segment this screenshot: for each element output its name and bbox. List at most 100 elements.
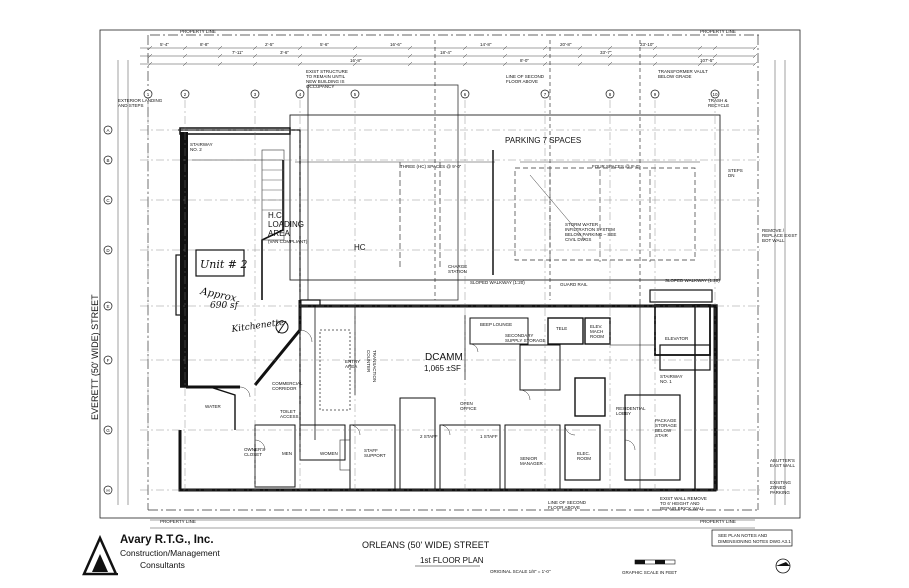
dimension-tick: [462, 53, 468, 59]
dimension-tick: [462, 45, 468, 51]
svg-text:FLOOR ABOVE: FLOOR ABOVE: [506, 79, 538, 84]
exist-structure-note: EXIST STRUCTURE TO REMAIN UNTIL NEW BUIL…: [306, 69, 348, 89]
dimension-tick: [607, 45, 613, 51]
svg-text:B: B: [106, 158, 109, 163]
svg-text:GRAPHIC SCALE IN FEET: GRAPHIC SCALE IN FEET: [622, 570, 677, 575]
svg-text:E: E: [106, 304, 109, 309]
transformer-note: TRANSFORMER VAULT BELOW GRADE: [658, 69, 708, 79]
property-line-top: PROPERTY LINE: [180, 29, 216, 34]
svg-text:AREA: AREA: [268, 229, 290, 238]
svg-text:BELOW GRADE: BELOW GRADE: [658, 74, 692, 79]
svg-text:SECONDARY: SECONDARY: [505, 333, 533, 338]
svg-text:5: 5: [354, 92, 357, 97]
svg-text:EXISTING: EXISTING: [770, 480, 792, 485]
svg-text:(VAN COMPLIANT): (VAN COMPLIANT): [268, 239, 308, 244]
two-staff-label: 2 STAFF: [420, 434, 438, 439]
svg-text:PACKAGE: PACKAGE: [655, 418, 676, 423]
elec-room-label: ELEC. ROOM: [577, 451, 591, 461]
sloped-walkway-label-2: SLOPED WALKWAY (1:20): [665, 278, 720, 283]
senior-manager-label: SENIOR MANAGER: [520, 456, 544, 466]
dimension-tick: [652, 61, 658, 67]
svg-text:NEW BUILDING IS: NEW BUILDING IS: [306, 79, 345, 84]
dimension-tick: [147, 61, 153, 67]
parking-area: [289, 114, 721, 281]
svg-text:TOILET: TOILET: [280, 409, 296, 414]
dimension-label: 23'-10": [640, 42, 654, 47]
dimension-tick: [577, 45, 583, 51]
unit-2-box: [195, 249, 245, 277]
dimension-tick: [217, 53, 223, 59]
svg-text:ROOM: ROOM: [590, 334, 604, 339]
grid-column-bubble: 3: [250, 89, 260, 490]
dimension-tick: [407, 45, 413, 51]
grid-row-bubble: A: [103, 125, 760, 135]
dcamm-label: DCAMM 1,065 ±SF: [424, 352, 463, 373]
dimension-label: 5'-6": [320, 42, 329, 47]
dimension-tick: [297, 45, 303, 51]
existing-structure: [307, 40, 641, 301]
sheet-border: [99, 29, 801, 519]
grid-column-bubble: 1: [143, 89, 153, 490]
property-line-bottom: PROPERTY LINE: [160, 519, 196, 524]
svg-text:MANAGER: MANAGER: [520, 461, 544, 466]
svg-text:LINE OF SECOND: LINE OF SECOND: [548, 500, 587, 505]
svg-text:COUNTER: COUNTER: [366, 350, 371, 373]
svg-text:8: 8: [609, 92, 612, 97]
svg-text:ZONED: ZONED: [770, 485, 787, 490]
dimension-tick: [217, 45, 223, 51]
svg-text:SUPPLY STORAGE: SUPPLY STORAGE: [505, 338, 546, 343]
svg-text:3: 3: [254, 92, 257, 97]
svg-text:EXIST WALL REMOVE: EXIST WALL REMOVE: [660, 496, 707, 501]
hc-loading-label: H.C. LOADING AREA (VAN COMPLIANT): [268, 211, 308, 244]
transaction-counter-label: TRANSACTION COUNTER: [366, 350, 377, 382]
dimension-tick: [607, 53, 613, 59]
svg-text:EXIST STRUCTURE: EXIST STRUCTURE: [306, 69, 348, 74]
women-label: WOMEN: [320, 451, 338, 456]
dimension-labels: 5'-4"8'-8"7'-11"2'-5"3'-6"5'-6"16'-8"16'…: [160, 42, 714, 63]
property-line-top-right: PROPERTY LINE: [700, 29, 736, 34]
property-line-bottom-right: PROPERTY LINE: [700, 519, 736, 524]
svg-text:TRANSFORMER VAULT: TRANSFORMER VAULT: [658, 69, 708, 74]
svg-text:LOBBY: LOBBY: [616, 411, 631, 416]
dimension-tick: [352, 61, 358, 67]
svg-text:6: 6: [464, 92, 467, 97]
dimension-tick: [462, 61, 468, 67]
dimension-label: 8'-0": [520, 58, 529, 63]
dimension-label: 3'-6": [280, 50, 289, 55]
dimension-tick: [752, 61, 758, 67]
svg-text:H: H: [106, 488, 109, 493]
dimension-label: 20'-8": [560, 42, 572, 47]
svg-text:BELOW: BELOW: [655, 428, 672, 433]
svg-text:REPLACE EXIST: REPLACE EXIST: [762, 233, 798, 238]
svg-text:7: 7: [544, 92, 547, 97]
grid-column-bubble: 5: [350, 89, 360, 490]
svg-text:LOADING: LOADING: [268, 220, 304, 229]
north-arrow-icon: [775, 558, 791, 574]
one-staff-label: 1 STAFF: [480, 434, 498, 439]
svg-text:9: 9: [654, 92, 657, 97]
dimension-tick: [252, 53, 258, 59]
svg-text:PARKING: PARKING: [770, 490, 790, 495]
secondary-supply-label: SECONDARY SUPPLY STORAGE: [505, 333, 546, 343]
dimension-tick: [542, 53, 548, 59]
sloped-walkway-label: SLOPED WALKWAY (1:20): [470, 280, 525, 285]
elev-mach-label: ELEV. MACH ROOM: [590, 324, 604, 339]
svg-text:BOT WALL: BOT WALL: [762, 238, 785, 243]
grid-column-bubble: 2: [180, 89, 190, 490]
dimension-tick: [712, 53, 718, 59]
staff-support-label: STAFF SUPPORT: [364, 448, 386, 458]
dimension-ticks: [147, 45, 758, 67]
toilet-access-label: TOILET ACCESS: [280, 409, 299, 419]
svg-text:INFILTRATION SYSTEM: INFILTRATION SYSTEM: [565, 227, 615, 232]
svg-text:BELOW PARKING – SEE: BELOW PARKING – SEE: [565, 232, 616, 237]
company-line-2: Consultants: [140, 560, 185, 570]
grid-column-bubble: 10: [710, 89, 720, 490]
hc-label: HC: [354, 243, 366, 252]
svg-text:STORM WATER: STORM WATER: [565, 222, 599, 227]
dimension-tick: [712, 61, 718, 67]
svg-text:TRANSACTION: TRANSACTION: [372, 350, 377, 382]
dimension-label: 14'-8": [480, 42, 492, 47]
svg-text:REPAIR BRICK WALL: REPAIR BRICK WALL: [660, 506, 705, 511]
dimension-label: 5'-4": [160, 42, 169, 47]
grid-row-bubble: B: [103, 155, 760, 165]
